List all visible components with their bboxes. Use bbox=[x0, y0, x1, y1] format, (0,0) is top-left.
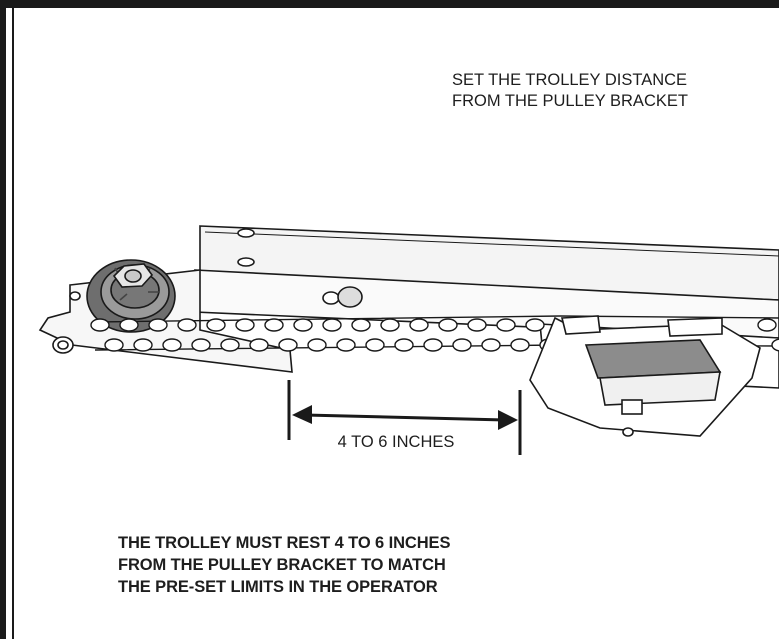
left-arrow-head bbox=[292, 405, 312, 424]
note-text: THE TROLLEY MUST REST 4 TO 6 INCHES FROM… bbox=[118, 534, 451, 596]
chain-link bbox=[496, 318, 516, 332]
dimension-label: 4 TO 6 INCHES bbox=[337, 433, 455, 451]
chain-link bbox=[162, 338, 182, 352]
heading-text: SET THE TROLLEY DISTANCE FROM THE PULLEY… bbox=[452, 71, 688, 110]
chain-link bbox=[191, 338, 211, 352]
chain-link bbox=[293, 318, 313, 332]
chain-link bbox=[104, 338, 124, 352]
chain-link bbox=[452, 338, 472, 352]
chain-link bbox=[90, 318, 110, 332]
dimension-line bbox=[304, 413, 506, 422]
frame-inner-rule bbox=[12, 8, 14, 639]
chain-link bbox=[235, 318, 255, 332]
chain-link bbox=[351, 318, 371, 332]
right-arrow-head bbox=[498, 410, 518, 430]
chain-link bbox=[322, 318, 342, 332]
chain-link bbox=[438, 318, 458, 332]
chain-link bbox=[264, 318, 284, 332]
chain-link bbox=[278, 338, 298, 352]
chain-link bbox=[133, 338, 153, 352]
chain-link bbox=[119, 318, 139, 332]
chain-link bbox=[148, 318, 168, 332]
chain-link bbox=[481, 338, 501, 352]
dimension-indicator bbox=[287, 380, 522, 455]
chain-link bbox=[380, 318, 400, 332]
pulley bbox=[86, 259, 176, 333]
chain-link bbox=[510, 338, 530, 352]
chain-link bbox=[409, 318, 429, 332]
chain-link bbox=[423, 338, 443, 352]
chain-link bbox=[467, 318, 487, 332]
chain-link bbox=[206, 318, 226, 332]
chain-link bbox=[525, 318, 545, 332]
chain-link bbox=[307, 338, 327, 352]
chain-link bbox=[177, 318, 197, 332]
chain-link bbox=[365, 338, 385, 352]
chain-link bbox=[757, 318, 777, 332]
chain-link bbox=[394, 338, 414, 352]
chain-link bbox=[220, 338, 240, 352]
trolley bbox=[529, 315, 761, 437]
chain-link bbox=[249, 338, 269, 352]
chain-link bbox=[771, 338, 779, 352]
chain-link bbox=[336, 338, 356, 352]
